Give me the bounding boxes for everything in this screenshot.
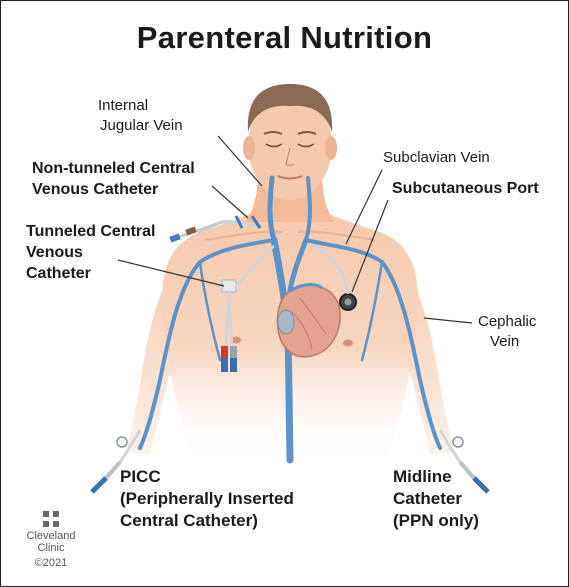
cleveland-clinic-logo-icon xyxy=(43,511,59,527)
label-non-tunneled-catheter: Non-tunneled Central Venous Catheter xyxy=(32,158,195,200)
label-midline-catheter: Midline Catheter (PPN only) xyxy=(393,466,479,532)
label-tunneled-catheter: Tunneled Central Venous Catheter xyxy=(26,221,156,284)
label-subcutaneous-port: Subcutaneous Port xyxy=(392,178,539,199)
label-cephalic-vein: Cephalic Vein xyxy=(478,312,536,352)
label-subclavian-vein: Subclavian Vein xyxy=(383,148,490,168)
label-internal-jugular-vein: Internal Jugular Vein xyxy=(98,96,183,136)
cleveland-clinic-logo: Cleveland Clinic ©2021 xyxy=(26,511,76,569)
label-picc: PICC (Peripherally Inserted Central Cath… xyxy=(120,466,294,532)
